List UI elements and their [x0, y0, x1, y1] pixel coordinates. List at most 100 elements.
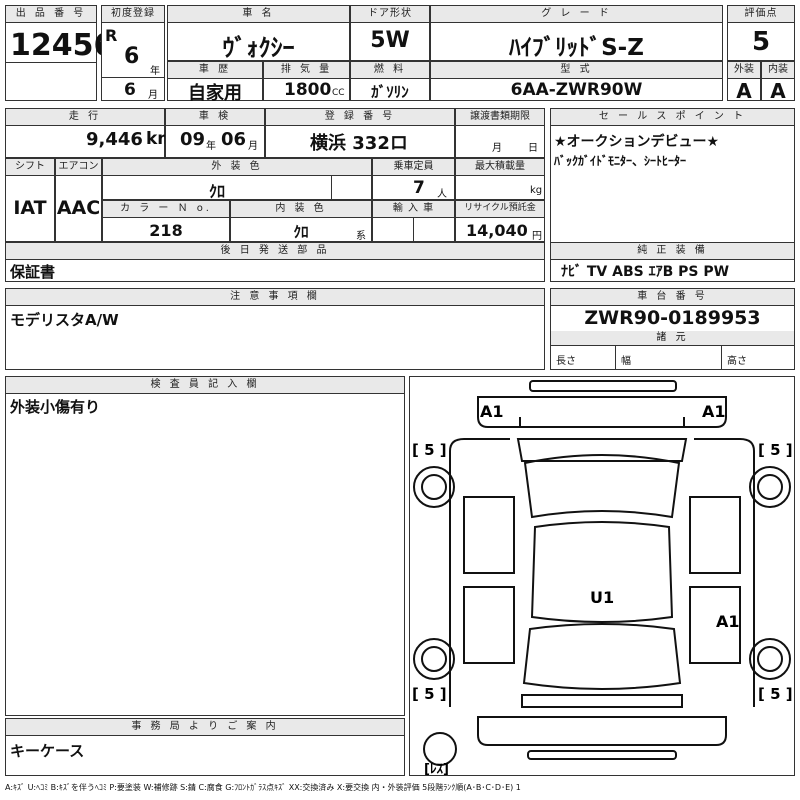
inspector-box: 検 査 員 記 入 欄 外装小傷有り — [5, 376, 405, 716]
max-load-unit: kg — [530, 185, 543, 196]
transfer-deadline-day-unit: 日 — [528, 143, 538, 154]
shift-value: IAT — [13, 197, 47, 219]
model-type-box: 型 式 6AA-ZWR90W — [430, 61, 723, 101]
ext-color-label: 外 装 色 — [103, 159, 371, 176]
recycle-value: 14,040 — [466, 221, 528, 240]
ext-color-box: 外 装 色 ｸﾛ — [102, 158, 372, 201]
tire-rear-left: [ 5 ] — [412, 685, 447, 703]
recycle-box: リサイクル預託金 14,040 円 — [455, 200, 545, 242]
legend-text: A:ｷｽﾞ U:ﾍｺﾐ B:ｷｽﾞを伴うﾍｺﾐ P:要塗装 W:補修跡 S:錆 … — [5, 783, 521, 792]
int-color-value: ｸﾛ — [293, 223, 309, 241]
first-registration-month: 6 — [124, 80, 136, 100]
specs-height: 高さ — [727, 356, 747, 367]
first-registration-year: 6 — [124, 44, 140, 69]
color-no-box: カ ラ ー Ｎ o. 218 — [102, 200, 230, 242]
model-type-label: 型 式 — [431, 62, 722, 79]
displacement-value: 1800 — [284, 80, 332, 100]
int-color-label: 内 装 色 — [231, 201, 371, 218]
equipment-value: ﾅﾋﾞ TV ABS ｴｱB PS PW — [561, 264, 730, 280]
sales-points-box: セ ー ル ス ポ イ ン ト ★オークションデビュー★ ﾊﾞｯｸｶﾞｲﾄﾞﾓﾆ… — [550, 108, 795, 243]
fuel-box: 燃 料 ｶﾞｿﾘﾝ — [350, 61, 430, 101]
sales-points-line2: ﾊﾞｯｸｶﾞｲﾄﾞﾓﾆﾀｰ、ｼｰﾄﾋｰﾀｰ — [554, 154, 687, 168]
registration-box: 登 録 番 号 横浜 332ロ1539 — [265, 108, 455, 176]
history-label: 車 歴 — [168, 62, 262, 79]
displacement-label: 排 気 量 — [264, 62, 349, 79]
fuel-value: ｶﾞｿﾘﾝ — [371, 83, 409, 101]
displacement-box: 排 気 量 1800 CC — [263, 61, 350, 101]
import-label: 輸 入 車 — [373, 201, 454, 218]
notes-value: モデリスタA/W — [10, 311, 119, 329]
notes-label: 注 意 事 項 欄 — [6, 289, 544, 306]
specs-width: 幅 — [621, 356, 631, 367]
inspection-year: 09 — [180, 129, 206, 150]
later-items-value: 保証書 — [10, 263, 56, 281]
first-registration-year-unit: 年 — [150, 66, 160, 77]
chassis-box: 車 台 番 号 ZWR90-0189953 諸 元 長さ 幅 高さ — [550, 288, 795, 370]
capacity-unit: 人 — [437, 189, 447, 200]
inspection-month: 06 — [221, 129, 247, 150]
tire-front-right: [ 5 ] — [758, 441, 793, 459]
mileage-box: 走 行 9,446 km — [5, 108, 175, 158]
notes-box: 注 意 事 項 欄 モデリスタA/W — [5, 288, 545, 370]
interior-grade-label: 内装 — [762, 62, 794, 79]
later-items-label: 後 日 発 送 部 品 — [6, 243, 544, 260]
score-value: 5 — [751, 27, 771, 57]
color-no-label: カ ラ ー Ｎ o. — [103, 201, 229, 218]
capacity-box: 乗車定員 7 人 — [372, 158, 455, 200]
car-diagram: A1 A1 U1 A1 [ 5 ] [ 5 ] [ 5 ] [ 5 ] [ﾚｽ] — [412, 380, 793, 775]
car-name-label: 車 名 — [168, 6, 349, 23]
mileage-label: 走 行 — [6, 109, 164, 126]
door-value: 5W — [370, 28, 410, 53]
office-label: 事 務 局 よ り ご 案 内 — [6, 719, 404, 736]
tire-rear-right: [ 5 ] — [758, 685, 793, 703]
inspection-label: 車 検 — [166, 109, 264, 126]
int-color-box: 内 装 色 ｸﾛ 系 — [230, 200, 372, 242]
chassis-label: 車 台 番 号 — [551, 289, 794, 306]
first-registration-box: 初度登録 R 6 年 6 月 — [101, 5, 165, 101]
first-registration-label: 初度登録 — [102, 6, 164, 23]
lot-number-box: 出 品 番 号 12456 — [5, 5, 114, 101]
transfer-deadline-month-unit: 月 — [492, 143, 502, 154]
int-color-suffix: 系 — [356, 231, 366, 242]
mark-front-left: A1 — [480, 402, 504, 421]
inspection-month-unit: 月 — [248, 141, 258, 152]
capacity-value: 7 — [413, 178, 425, 198]
exterior-grade-box: 外装 A — [727, 61, 761, 103]
car-diagram-box: A1 A1 U1 A1 [ 5 ] [ 5 ] [ 5 ] [ 5 ] [ﾚｽ] — [409, 376, 795, 776]
mark-rear-right-door: A1 — [716, 612, 740, 631]
color-no-value: 218 — [149, 221, 183, 240]
chassis-value: ZWR90-0189953 — [584, 307, 761, 329]
shift-label: シフト — [6, 159, 54, 176]
specs-label: 諸 元 — [551, 331, 794, 346]
office-value: キーケース — [10, 742, 85, 760]
score-label: 評価点 — [728, 6, 794, 23]
interior-grade-value: A — [770, 79, 786, 103]
ext-color-value: ｸﾛ — [208, 182, 225, 201]
first-registration-month-unit: 月 — [148, 90, 158, 101]
import-box: 輸 入 車 — [372, 200, 455, 242]
specs-length: 長さ — [556, 356, 576, 367]
aircon-label: エアコン — [56, 159, 101, 176]
grade-box: グ レ ー ド ﾊｲﾌﾞﾘｯﾄﾞS-Z — [430, 5, 723, 61]
door-label: ドア形状 — [351, 6, 429, 23]
grade-label: グ レ ー ド — [431, 6, 722, 23]
transfer-deadline-box: 譲渡書類期限 月 日 — [455, 108, 545, 158]
displacement-unit: CC — [332, 88, 345, 98]
equipment-box: 純 正 装 備 ﾅﾋﾞ TV ABS ｴｱB PS PW — [550, 242, 795, 282]
inspector-label: 検 査 員 記 入 欄 — [6, 377, 404, 394]
later-items-box: 後 日 発 送 部 品 保証書 — [5, 242, 545, 282]
lot-number-value: 12456 — [10, 28, 115, 63]
office-box: 事 務 局 よ り ご 案 内 キーケース — [5, 718, 405, 776]
interior-grade-box: 内装 A — [761, 61, 795, 103]
tire-front-left: [ 5 ] — [412, 441, 447, 459]
aircon-value: AAC — [56, 197, 101, 219]
max-load-label: 最大積載量 — [456, 159, 544, 176]
inspection-box: 車 検 09 年 06 月 — [165, 108, 265, 158]
fuel-label: 燃 料 — [351, 62, 429, 79]
grade-value: ﾊｲﾌﾞﾘｯﾄﾞS-Z — [509, 35, 644, 61]
equipment-label: 純 正 装 備 — [551, 243, 794, 260]
sales-points-line1: ★オークションデビュー★ — [554, 134, 720, 150]
capacity-label: 乗車定員 — [373, 159, 454, 176]
max-load-box: 最大積載量 kg — [455, 158, 545, 200]
exterior-grade-value: A — [736, 79, 752, 103]
